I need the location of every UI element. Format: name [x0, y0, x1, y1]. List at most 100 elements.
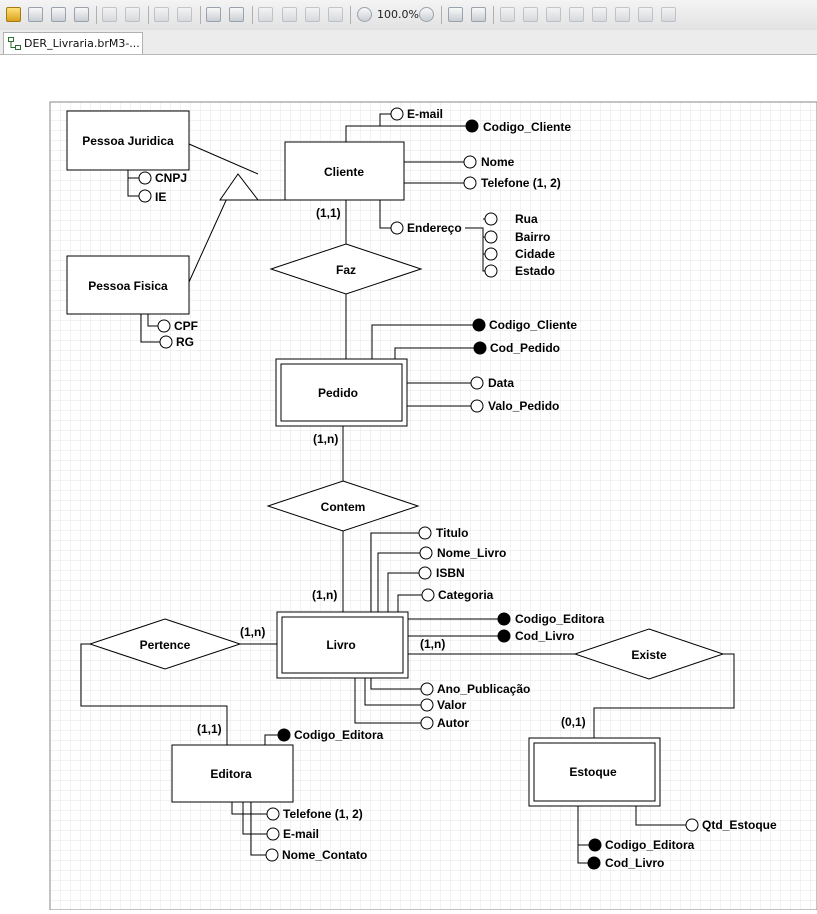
key-attribute-circle[interactable]: [472, 318, 486, 332]
attribute-circle[interactable]: [685, 818, 699, 832]
cardinality: (1,1): [316, 206, 341, 220]
attribute-circle[interactable]: [418, 526, 432, 540]
attribute-circle[interactable]: [484, 230, 498, 244]
attribute-circle[interactable]: [470, 376, 484, 390]
redo-icon[interactable]: [125, 7, 140, 22]
attribute-circle[interactable]: [421, 588, 435, 602]
attribute-circle[interactable]: [463, 176, 477, 190]
attribute-circle[interactable]: [390, 221, 404, 235]
attribute-circle[interactable]: [420, 716, 434, 730]
entity-label: Estoque: [569, 765, 617, 779]
toolbar-separator: [252, 6, 253, 24]
entity-label: Pessoa Juridica: [82, 134, 174, 148]
attribute-circle[interactable]: [266, 807, 280, 821]
attribute-circle[interactable]: [484, 212, 498, 226]
key-attribute-circle[interactable]: [465, 119, 479, 133]
align-vertical-icon[interactable]: [177, 7, 192, 22]
attribute-circle[interactable]: [159, 335, 173, 349]
key-attribute-circle[interactable]: [497, 612, 511, 626]
distribute-h-icon[interactable]: [638, 7, 653, 22]
entity-pessoa-juridica[interactable]: [66, 110, 190, 171]
toolbar-separator: [350, 6, 351, 24]
first-icon[interactable]: [258, 7, 273, 22]
print-icon[interactable]: [74, 7, 89, 22]
entity-label: Livro: [326, 638, 355, 652]
attribute-label: ISBN: [436, 566, 465, 580]
save-all-icon[interactable]: [51, 7, 66, 22]
attribute-circle[interactable]: [138, 189, 152, 203]
tab-der-livraria[interactable]: DER_Livraria.brM3-...: [3, 32, 143, 54]
key-attribute-circle[interactable]: [277, 728, 291, 742]
save-icon[interactable]: [28, 7, 43, 22]
attribute-label: Nome_Livro: [437, 546, 506, 560]
attribute-label: Qtd_Estoque: [702, 818, 777, 832]
align-left-icon[interactable]: [500, 7, 515, 22]
attribute-circle[interactable]: [484, 264, 498, 278]
entity-estoque[interactable]: [528, 737, 661, 807]
attribute-circle[interactable]: [265, 848, 279, 862]
relationship-label: Contem: [321, 500, 366, 514]
relationship-faz[interactable]: [269, 243, 423, 295]
relationship-existe[interactable]: [573, 628, 725, 680]
distribute-v-icon[interactable]: [661, 7, 676, 22]
attribute-circle[interactable]: [266, 827, 280, 841]
entity-livro[interactable]: [276, 611, 409, 679]
attribute-circle[interactable]: [390, 107, 404, 121]
relationship-label: Existe: [631, 648, 667, 662]
attribute-label: Valor: [437, 698, 467, 712]
undo-icon[interactable]: [102, 7, 117, 22]
send-back-icon[interactable]: [229, 7, 244, 22]
relationship-label: Pertence: [140, 638, 191, 652]
attribute-circle[interactable]: [138, 171, 152, 185]
attribute-circle[interactable]: [157, 319, 171, 333]
relationship-pertence[interactable]: [88, 618, 242, 670]
attribute-circle[interactable]: [420, 682, 434, 696]
diagram-icon: [8, 37, 21, 50]
copy-icon[interactable]: [448, 7, 463, 22]
open-icon[interactable]: [6, 7, 21, 22]
attribute-circle[interactable]: [470, 399, 484, 413]
attribute-label: Endereço: [407, 221, 462, 235]
attribute-circle[interactable]: [419, 546, 433, 560]
attribute-circle[interactable]: [484, 247, 498, 261]
entity-pessoa-fisica[interactable]: [66, 255, 190, 315]
key-attribute-circle[interactable]: [497, 629, 511, 643]
up-icon[interactable]: [282, 7, 297, 22]
align-right-icon[interactable]: [546, 7, 561, 22]
paste-icon[interactable]: [471, 7, 486, 22]
entity-editora[interactable]: [171, 744, 294, 803]
key-attribute-circle[interactable]: [587, 856, 601, 870]
align-top-icon[interactable]: [523, 7, 538, 22]
align-horizontal-icon[interactable]: [154, 7, 169, 22]
attribute-circle[interactable]: [463, 155, 477, 169]
key-attribute-circle[interactable]: [588, 838, 602, 852]
zoom-in-icon[interactable]: [419, 7, 434, 22]
entity-cliente[interactable]: [284, 141, 405, 201]
same-width-icon[interactable]: [592, 7, 607, 22]
weak-entity-border: [281, 616, 404, 674]
cardinality: (1,n): [240, 625, 265, 639]
entity-label: Pedido: [318, 386, 358, 400]
entity-label: Cliente: [324, 165, 364, 179]
attribute-circle[interactable]: [420, 698, 434, 712]
attribute-circle[interactable]: [418, 566, 432, 580]
same-height-icon[interactable]: [615, 7, 630, 22]
attribute-label: E-mail: [407, 107, 443, 121]
relationship-contem[interactable]: [266, 480, 420, 532]
attribute-label: Nome: [481, 155, 515, 169]
attribute-label: IE: [155, 190, 166, 204]
align-bottom-icon[interactable]: [569, 7, 584, 22]
key-attribute-circle[interactable]: [473, 341, 487, 355]
zoom-out-icon[interactable]: [357, 7, 372, 22]
diagram-canvas[interactable]: Pessoa Juridica Pessoa Fisica Cliente Pe…: [0, 55, 817, 911]
attribute-label: Valo_Pedido: [488, 399, 559, 413]
bring-front-icon[interactable]: [206, 7, 221, 22]
zoom-level[interactable]: 100.0%: [377, 8, 419, 21]
down-icon[interactable]: [305, 7, 320, 22]
attribute-label: Titulo: [436, 526, 468, 540]
relationship-label: Faz: [336, 263, 356, 277]
connection-lines: [80, 113, 735, 864]
entity-pedido[interactable]: [275, 358, 408, 427]
last-icon[interactable]: [328, 7, 343, 22]
tab-bar: DER_Livraria.brM3-...: [0, 30, 817, 55]
